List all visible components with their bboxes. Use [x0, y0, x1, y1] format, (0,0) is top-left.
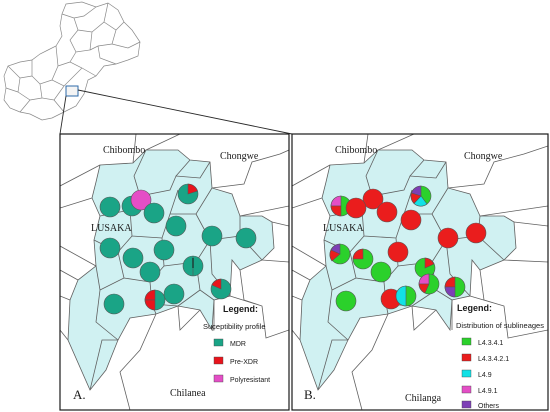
pie-l43421: [345, 197, 367, 219]
legend-title: Legend:: [457, 303, 492, 313]
pie-mdr-prexdr: [144, 289, 166, 311]
pie-l43421: [465, 222, 487, 244]
legend-label-l491: L4.9.1: [478, 388, 498, 395]
pie-mdr: [165, 215, 187, 237]
pie-l4341-l43421: [414, 257, 436, 279]
pie-mdr: [201, 225, 223, 247]
legend-swatch-prexdr: [213, 356, 224, 365]
legend-label-mdr: MDR: [230, 341, 246, 348]
pie-l4341-l43421-l491: [330, 195, 352, 217]
pie-l43421: [437, 227, 459, 249]
legend-label-others: Others: [478, 403, 500, 410]
legend-title: Legend:: [223, 304, 258, 314]
projection-line-right: [77, 89, 293, 135]
pie-mdr: [235, 227, 257, 249]
pie-l4341-l43421-others: [329, 243, 351, 265]
pie-mdr: [143, 202, 165, 224]
panel-b-frame: [291, 133, 549, 411]
legend-swatch-mdr: [213, 338, 224, 347]
place-label-lusaka: LUSAKA: [323, 223, 364, 234]
pie-mixed: [410, 185, 432, 207]
legend-label-polyresistant: Polyresistant: [230, 377, 270, 384]
panel-b-legend: Legend: Distribution of sublineages L4.3…: [456, 303, 544, 410]
pie-mixed: [444, 276, 466, 298]
pie-l43421: [362, 188, 384, 210]
legend-label-l43421: L4.3.4.2.1: [478, 356, 509, 363]
legend-swatch-l49: [461, 369, 472, 378]
panel-a-label: A.: [73, 387, 86, 402]
legend-swatch-l43421: [461, 353, 472, 362]
pie-mdr-prexdr: [177, 183, 199, 205]
legend-label-prexdr: Pre-XDR: [230, 359, 258, 366]
pie-mdr: [163, 283, 185, 305]
panel-a-frame: [59, 133, 290, 411]
panel-a-pies: [99, 183, 257, 315]
place-label-chongwe: Chongwe: [464, 151, 503, 162]
panel-b: Chibombo Chongwe LUSAKA Chilanga B. Lege…: [291, 133, 549, 411]
pie-mdr-prexdr: [210, 278, 232, 300]
panel-b-pies: [329, 185, 487, 312]
pie-l4341-l43421: [352, 248, 374, 270]
place-label-chilanea: Chilanea: [170, 388, 206, 399]
pie-l4341: [370, 261, 392, 283]
pie-polyresistant: [130, 189, 152, 211]
pie-mdr: [122, 247, 144, 269]
panel-a-legend: Legend: Suceptibility profile MDR Pre-XD…: [203, 304, 270, 384]
pie-l4341-l43421-l491: [418, 273, 440, 295]
inset-country-outline: [3, 1, 141, 121]
projection-line-left: [59, 95, 67, 135]
place-label-chibombo: Chibombo: [103, 145, 145, 156]
panel-b-label: B.: [304, 387, 316, 402]
pie-mdr: [99, 196, 121, 218]
inset-study-area-marker: [65, 85, 79, 97]
legend-swatch-others: [461, 400, 472, 409]
legend-swatch-l4341: [461, 337, 472, 346]
pie-mdr: [153, 239, 175, 261]
place-label-chilanga: Chilanga: [405, 393, 442, 404]
pie-mdr: [139, 261, 161, 283]
pie-mdr-prexdr: [182, 255, 204, 277]
pie-mdr: [99, 237, 121, 259]
inset-district-lines: [5, 2, 141, 113]
legend-swatch-polyresistant: [213, 374, 224, 383]
pie-l49-l4341: [395, 285, 417, 307]
legend-label-l49: L4.9: [478, 372, 492, 379]
legend-label-l4341: L4.3.4.1: [478, 340, 503, 347]
pie-l43421: [376, 201, 398, 223]
place-label-chibombo: Chibombo: [335, 145, 377, 156]
legend-subtitle: Distribution of sublineages: [456, 321, 544, 330]
pie-l43421: [387, 241, 409, 263]
inset-country-map: [3, 1, 141, 121]
pie-l43421: [400, 209, 422, 231]
place-label-lusaka: LUSAKA: [91, 223, 132, 234]
legend-swatch-l491: [461, 385, 472, 394]
legend-subtitle: Suceptibility profile: [203, 322, 266, 331]
place-label-chongwe: Chongwe: [220, 151, 259, 162]
pie-mdr: [103, 293, 125, 315]
panel-a: Chibombo Chongwe LUSAKA Chilanea A. Lege…: [59, 133, 290, 411]
pie-l4341: [335, 290, 357, 312]
